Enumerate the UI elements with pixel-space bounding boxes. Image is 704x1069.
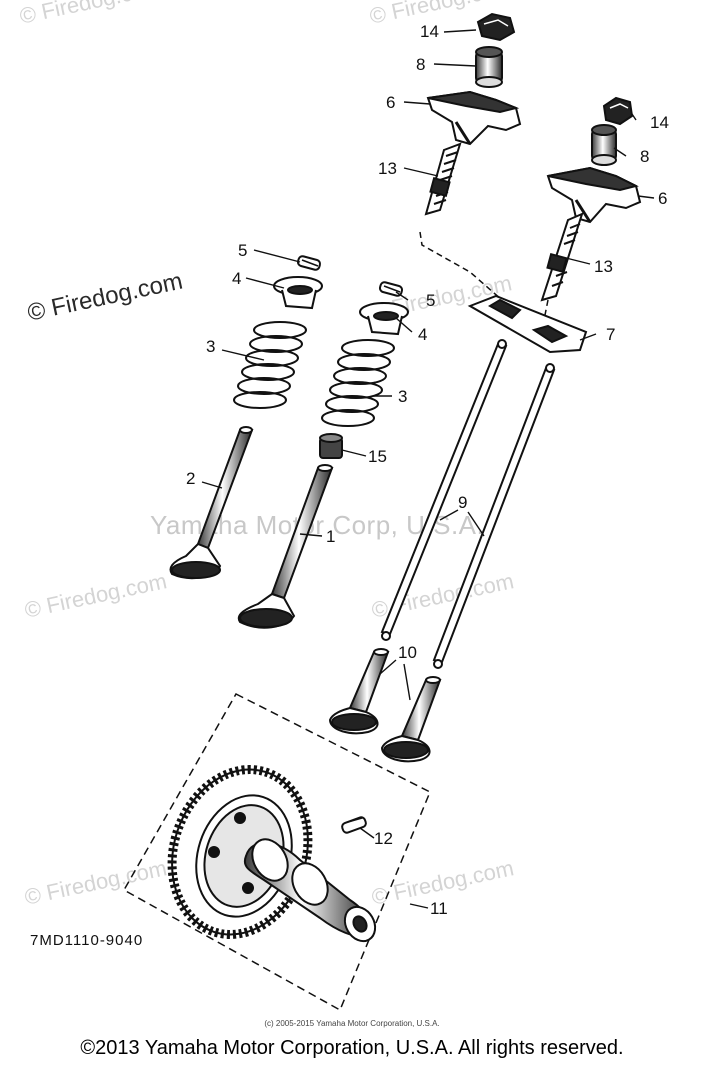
leader-9 <box>439 509 485 537</box>
callout-5-left: 5 <box>238 241 247 260</box>
callout-13-upper: 13 <box>378 159 397 178</box>
rocker-arm-icon-lower <box>546 166 642 224</box>
leader-7 <box>579 333 597 341</box>
stud-icon-upper <box>424 142 462 216</box>
callout-7: 7 <box>606 325 615 344</box>
callout-11: 11 <box>430 899 448 918</box>
stud-icon-lower <box>540 212 584 302</box>
guide-plate-icon <box>467 294 588 354</box>
callout-6-lower: 6 <box>658 189 667 208</box>
leader-4b <box>395 317 413 333</box>
cotter-icon-left <box>296 255 322 271</box>
callout-5-right: 5 <box>426 291 435 310</box>
seal-icon <box>319 433 343 459</box>
leader-8a <box>433 63 477 67</box>
callout-4-left: 4 <box>232 269 241 288</box>
callout-9: 9 <box>458 493 467 512</box>
leader-6a <box>403 101 431 105</box>
callout-14-lower: 14 <box>650 113 669 132</box>
camshaft-assembly-box <box>122 693 431 1012</box>
callout-3-right: 3 <box>398 387 407 406</box>
callout-3-left: 3 <box>206 337 215 356</box>
leader-12 <box>359 827 375 839</box>
callout-1: 1 <box>326 527 335 546</box>
callout-6-upper: 6 <box>386 93 395 112</box>
callout-15: 15 <box>368 447 387 466</box>
leader-5a <box>253 249 301 263</box>
nut-icon-lower <box>602 96 634 126</box>
leader-1 <box>299 533 323 537</box>
retainer-icon-right <box>359 302 409 336</box>
leader-14b <box>631 113 637 121</box>
leader-13a <box>403 167 439 177</box>
leader-8b <box>613 147 627 157</box>
pivot-icon-upper <box>475 46 503 88</box>
camshaft-icon <box>243 838 377 943</box>
callout-10: 10 <box>398 643 417 662</box>
spring-icon-left <box>233 321 307 409</box>
leader-6b <box>637 195 655 199</box>
leader-15 <box>341 449 367 457</box>
diagram-code: 7MD1110-9040 <box>30 932 144 949</box>
leader-11 <box>409 903 429 909</box>
leader-2 <box>201 481 223 489</box>
callout-8-lower: 8 <box>640 147 649 166</box>
callout-14-upper: 14 <box>420 22 439 41</box>
dashed-guide-left <box>419 231 503 301</box>
push-rod-icon-left <box>380 339 508 641</box>
push-rod-icon-right <box>432 363 556 669</box>
callout-8-upper: 8 <box>416 55 425 74</box>
tappet-icon-left <box>328 648 390 735</box>
rocker-arm-icon-upper <box>426 90 522 146</box>
leader-4a <box>245 277 285 289</box>
retainer-icon-left <box>273 276 323 310</box>
tappet-icon-right <box>380 676 442 763</box>
copyright-small: (c) 2005-2015 Yamaha Motor Corporation, … <box>264 1019 440 1028</box>
leader-14a <box>443 29 477 33</box>
copyright-footer: ©2013 Yamaha Motor Corporation, U.S.A. A… <box>80 1037 624 1059</box>
nut-icon-upper <box>476 12 516 42</box>
leader-13b <box>565 257 591 265</box>
callout-2: 2 <box>186 469 195 488</box>
camshaft-gear-icon <box>167 765 313 939</box>
callout-12: 12 <box>374 829 393 848</box>
callout-4-right: 4 <box>418 325 427 344</box>
dowel-pin-icon <box>341 816 367 834</box>
pivot-icon-lower <box>591 124 617 166</box>
leader-3a <box>221 349 265 361</box>
valve-icon-intake <box>237 464 334 629</box>
spring-icon-right <box>321 339 395 427</box>
leader-10 <box>379 659 411 701</box>
leader-5b <box>395 291 409 301</box>
valve-icon-exhaust <box>169 426 254 580</box>
callout-13-lower: 13 <box>594 257 613 276</box>
